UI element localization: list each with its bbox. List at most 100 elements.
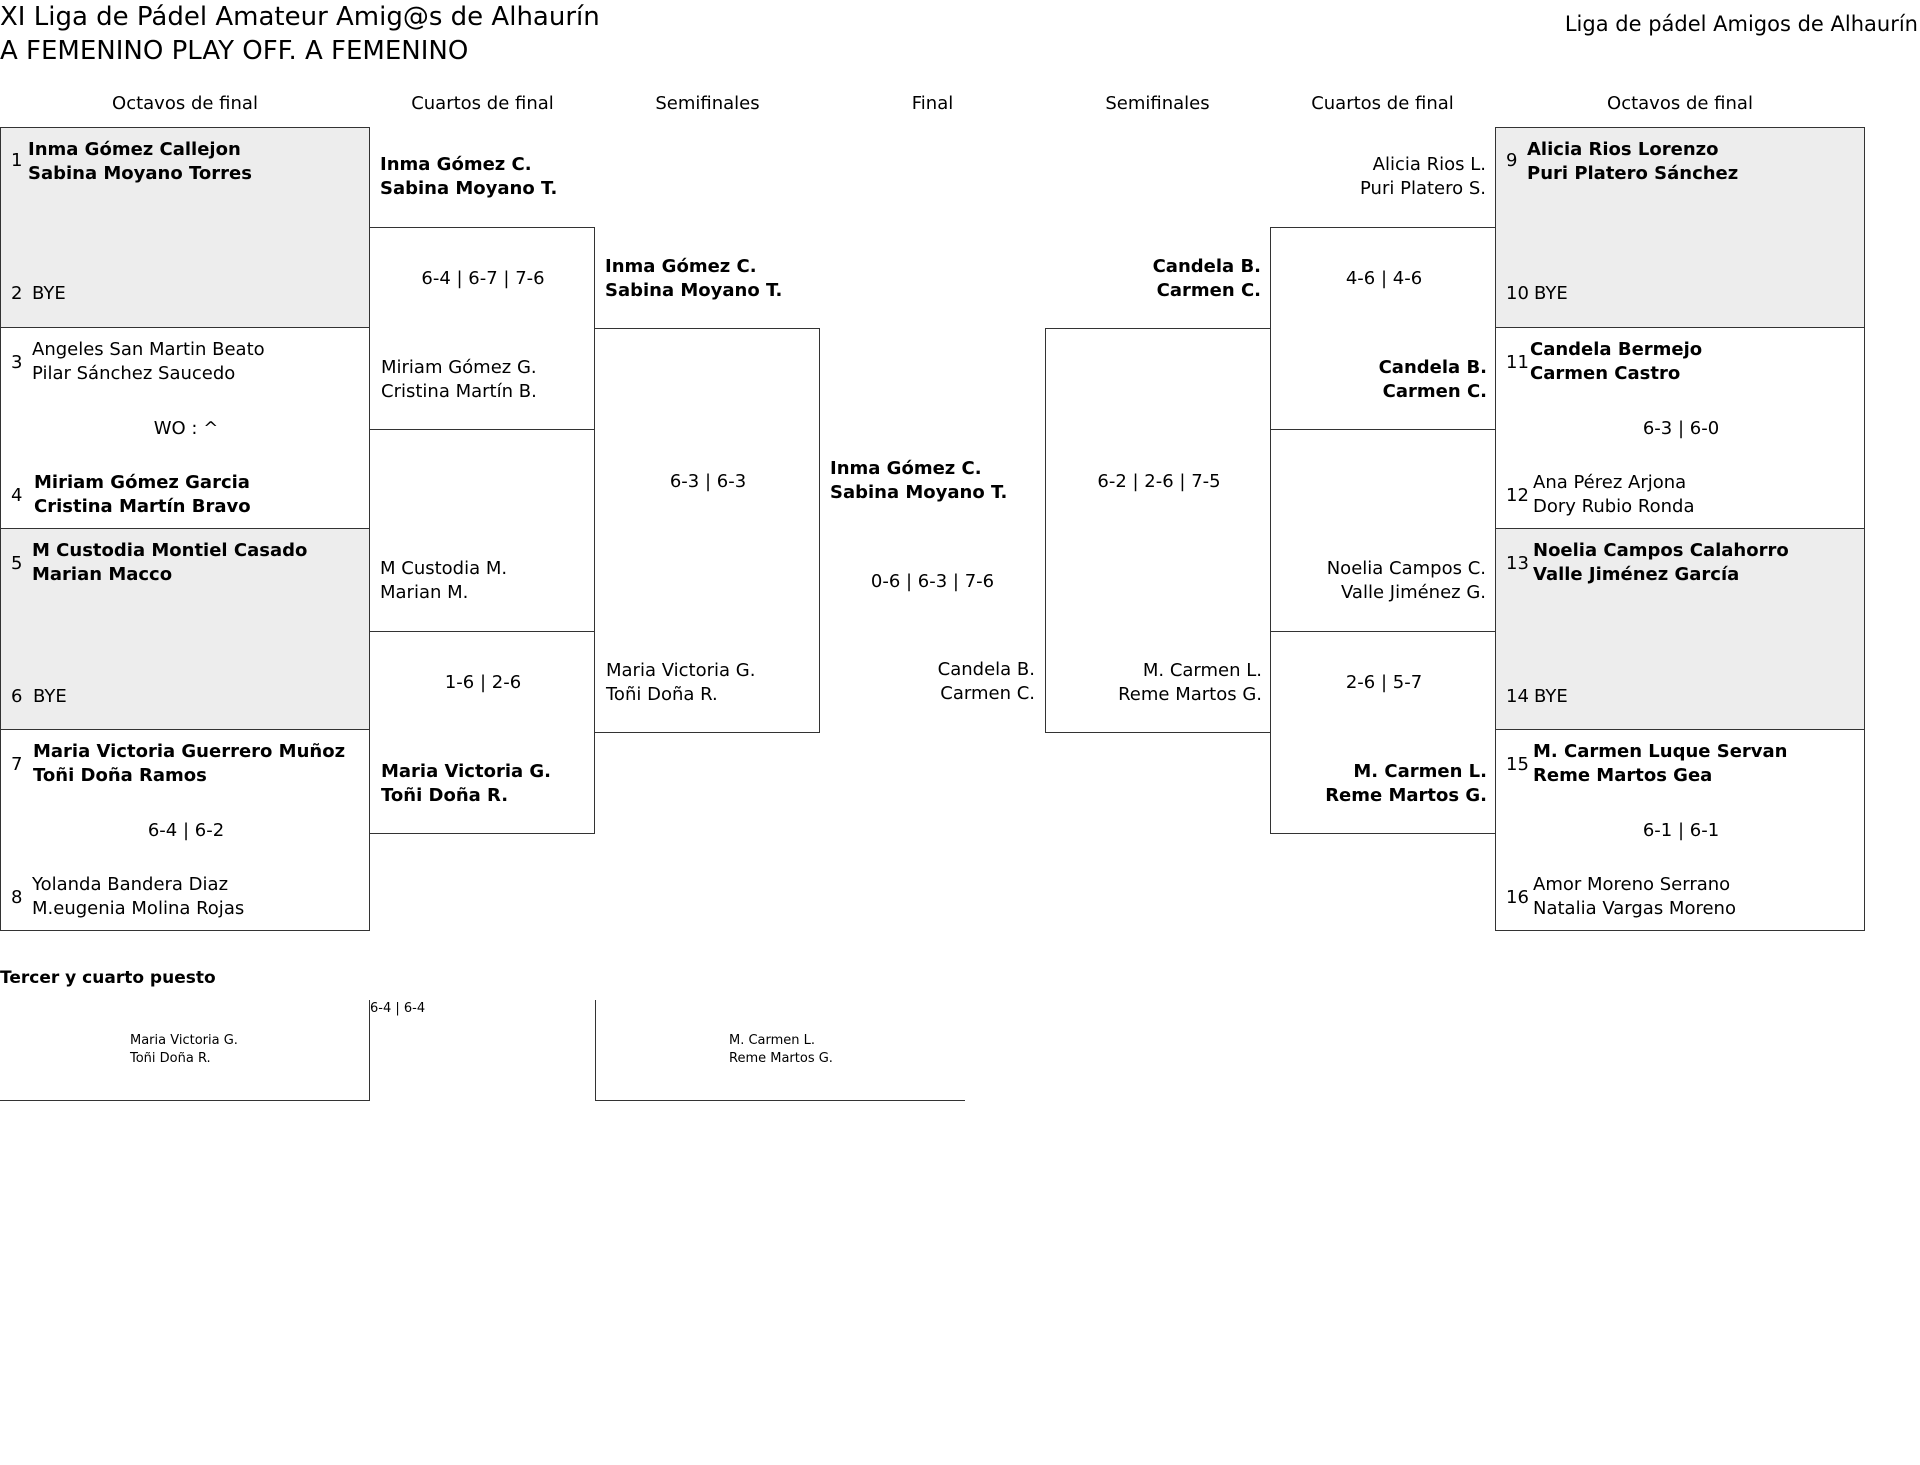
player-name: Alicia Rios Lorenzo: [1527, 139, 1719, 160]
team-a: Inma Gómez Callejon Sabina Moyano Torres: [28, 138, 252, 186]
round-header-right-r16: Octavos de final: [1607, 93, 1753, 114]
player-name: BYE: [1534, 686, 1568, 707]
qf-left-1-team-a: Inma Gómez C. Sabina Moyano T.: [380, 153, 557, 201]
player-name: M. Carmen L.: [1353, 761, 1487, 782]
sf-left-match: 6-3 | 6-3 Maria Victoria G. Toñi Doña R.: [594, 328, 820, 733]
match-score: 6-1 | 6-1: [1642, 820, 1720, 841]
player-name: Sabina Moyano T.: [830, 482, 1008, 503]
qf-right-1-team-a: Alicia Rios L. Puri Platero S.: [1270, 153, 1486, 201]
player-name: Carmen C.: [1382, 381, 1487, 402]
seed-number: 6: [11, 686, 23, 707]
seed-number: 15: [1506, 754, 1529, 775]
r16-left-match-2: 3 Angeles San Martin Beato Pilar Sánchez…: [0, 327, 370, 529]
player-name: Toñi Doña R.: [381, 785, 509, 806]
match-score: 6-3 | 6-0: [1642, 418, 1720, 439]
team-a: Candela Bermejo Carmen Castro: [1530, 338, 1702, 386]
third-place-line-left-vert: [369, 1000, 370, 1101]
match-score: 6-4 | 6-7 | 7-6: [421, 268, 545, 289]
player-name: M.eugenia Molina Rojas: [32, 898, 245, 919]
seed-number: 10: [1506, 283, 1529, 304]
match-score: 1-6 | 2-6: [444, 672, 522, 693]
third-place-team-a: Maria Victoria G. Toñi Doña R.: [130, 1032, 238, 1068]
player-name: M Custodia M.: [380, 558, 508, 579]
team-a: M. Carmen Luque Servan Reme Martos Gea: [1533, 740, 1788, 788]
player-name: Yolanda Bandera Diaz: [32, 874, 229, 895]
team-b: BYE: [32, 282, 66, 306]
player-name: Reme Martos G.: [729, 1051, 833, 1066]
player-name: Maria Victoria Guerrero Muñoz: [33, 741, 346, 762]
round-header-right-sf: Semifinales: [1105, 93, 1210, 114]
match-score: 2-6 | 5-7: [1345, 672, 1423, 693]
team-b: M. Carmen L. Reme Martos G.: [1046, 659, 1262, 707]
team-b: Miriam Gómez G. Cristina Martín B.: [381, 356, 537, 404]
match-score: WO : ^: [153, 418, 219, 439]
third-place-team-b: M. Carmen L. Reme Martos G.: [729, 1032, 833, 1068]
team-a: M Custodia Montiel Casado Marian Macco: [32, 539, 307, 587]
third-place-line-right: [595, 1100, 965, 1101]
player-name: Puri Platero Sánchez: [1527, 163, 1739, 184]
player-name: M. Carmen Luque Servan: [1533, 741, 1788, 762]
player-name: BYE: [33, 686, 67, 707]
player-name: Reme Martos Gea: [1533, 765, 1713, 786]
player-name: M. Carmen L.: [729, 1033, 816, 1048]
player-name: Carmen Castro: [1530, 363, 1681, 384]
player-name: Toñi Doña R.: [130, 1051, 211, 1066]
player-name: Sabina Moyano Torres: [28, 163, 252, 184]
player-name: Toñi Doña R.: [606, 684, 718, 705]
player-name: Candela Bermejo: [1530, 339, 1703, 360]
seed-number: 3: [11, 352, 23, 373]
team-a: Angeles San Martin Beato Pilar Sánchez S…: [32, 338, 265, 386]
third-place-line-right-vert: [595, 1000, 596, 1101]
sf-left-team-a: Inma Gómez C. Sabina Moyano T.: [605, 255, 782, 303]
player-name: Miriam Gómez G.: [381, 357, 537, 378]
qf-right-2-team-a: Noelia Campos C. Valle Jiménez G.: [1270, 557, 1486, 605]
qf-left-match-2: 1-6 | 2-6 Maria Victoria G. Toñi Doña R.: [369, 631, 595, 834]
match-score: 6-4 | 6-2: [147, 820, 225, 841]
seed-number: 2: [11, 283, 23, 304]
team-b: Ana Pérez Arjona Dory Rubio Ronda: [1533, 471, 1695, 519]
seed-number: 8: [11, 887, 23, 908]
seed-number: 5: [11, 553, 23, 574]
player-name: Miriam Gómez Garcia: [34, 472, 250, 493]
player-name: Sabina Moyano T.: [380, 178, 558, 199]
final-winner: Inma Gómez C. Sabina Moyano T.: [830, 457, 1007, 505]
team-b: Miriam Gómez Garcia Cristina Martín Brav…: [34, 471, 251, 519]
player-name: Pilar Sánchez Saucedo: [32, 363, 236, 384]
player-name: BYE: [1534, 283, 1568, 304]
player-name: Noelia Campos Calahorro: [1533, 540, 1789, 561]
player-name: M Custodia Montiel Casado: [32, 540, 308, 561]
seed-number: 4: [11, 485, 23, 506]
player-name: Maria Victoria G.: [381, 761, 552, 782]
r16-right-match-1: 9 Alicia Rios Lorenzo Puri Platero Sánch…: [1495, 127, 1865, 328]
r16-right-match-3: 13 Noelia Campos Calahorro Valle Jiménez…: [1495, 528, 1865, 730]
player-name: Marian M.: [380, 582, 469, 603]
seed-number: 1: [11, 150, 23, 171]
team-b: Maria Victoria G. Toñi Doña R.: [606, 659, 755, 707]
match-score: 4-6 | 4-6: [1345, 268, 1423, 289]
player-name: Marian Macco: [32, 564, 173, 585]
player-name: Alicia Rios L.: [1372, 154, 1486, 175]
page-title: XI Liga de Pádel Amateur Amig@s de Alhau…: [0, 2, 600, 32]
player-name: Ana Pérez Arjona: [1533, 472, 1687, 493]
r16-right-match-2: 11 Candela Bermejo Carmen Castro 6-3 | 6…: [1495, 327, 1865, 529]
qf-right-match-1: 4-6 | 4-6 Candela B. Carmen C.: [1270, 227, 1496, 430]
player-name: Toñi Doña Ramos: [33, 765, 207, 786]
player-name: Valle Jiménez García: [1533, 564, 1740, 585]
team-a: Alicia Rios Lorenzo Puri Platero Sánchez: [1527, 138, 1738, 186]
final-score: 0-6 | 6-3 | 7-6: [870, 571, 995, 592]
team-b: BYE: [1534, 685, 1568, 709]
player-name: Reme Martos G.: [1118, 684, 1262, 705]
seed-number: 12: [1506, 485, 1529, 506]
player-name: Noelia Campos C.: [1326, 558, 1486, 579]
sf-right-team-a: Candela B. Carmen C.: [1045, 255, 1261, 303]
player-name: Natalia Vargas Moreno: [1533, 898, 1736, 919]
player-name: Valle Jiménez G.: [1341, 582, 1486, 603]
round-header-left-qf: Cuartos de final: [411, 93, 554, 114]
seed-number: 11: [1506, 352, 1529, 373]
qf-right-match-2: 2-6 | 5-7 M. Carmen L. Reme Martos G.: [1270, 631, 1496, 834]
qf-left-match-1: 6-4 | 6-7 | 7-6 Miriam Gómez G. Cristina…: [369, 227, 595, 430]
player-name: Inma Gómez C.: [830, 458, 982, 479]
r16-right-match-4: 15 M. Carmen Luque Servan Reme Martos Ge…: [1495, 729, 1865, 931]
player-name: Maria Victoria G.: [606, 660, 756, 681]
r16-left-match-3: 5 M Custodia Montiel Casado Marian Macco…: [0, 528, 370, 730]
